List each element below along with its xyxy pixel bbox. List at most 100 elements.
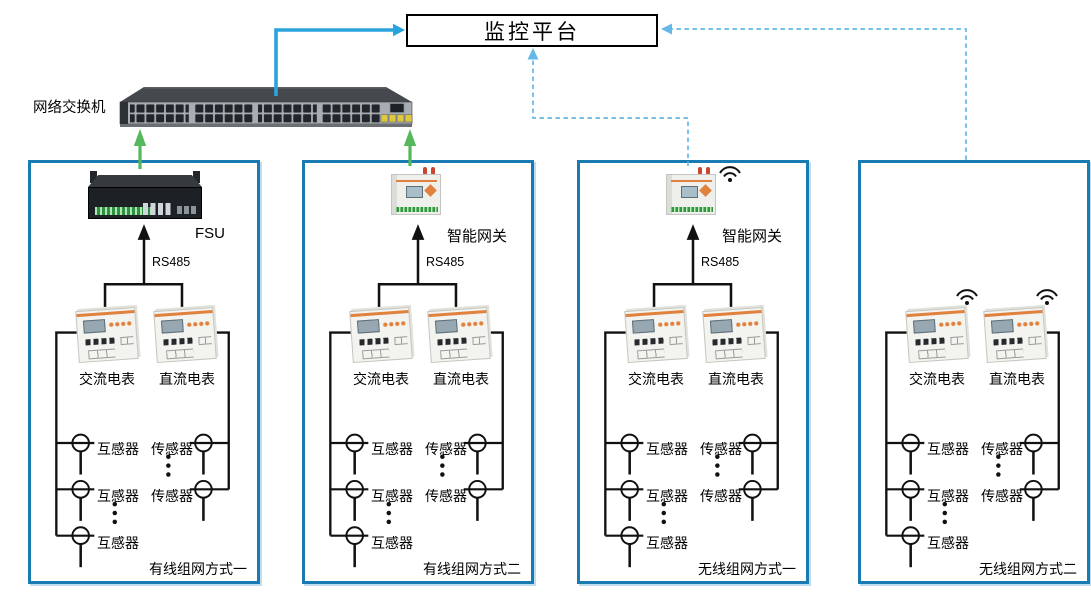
- monitoring-platform-box: 监控平台: [406, 14, 658, 47]
- meter-lcd: [160, 319, 184, 334]
- meter-lcd: [912, 319, 936, 334]
- switch-base: [120, 124, 412, 127]
- meter-terminals: [85, 337, 117, 346]
- meter-buttons: [186, 320, 211, 328]
- fsu-ethernet-ports: [143, 203, 173, 215]
- meter-terminals: [918, 348, 946, 360]
- switch-status-panel: [120, 102, 128, 124]
- meter-buttons: [460, 320, 485, 328]
- fsu-front-panel: [88, 187, 202, 219]
- meter-terminals: [993, 337, 1025, 346]
- meter-terminals: [163, 337, 195, 346]
- dc-meter-device: [153, 306, 217, 364]
- ac-meter-label: 交流电表: [353, 371, 409, 387]
- ac-meter-device: [905, 306, 969, 364]
- dc-meter-label: 直流电表: [708, 371, 764, 387]
- meter-lcd: [82, 319, 106, 334]
- sensor-label: 传感器: [981, 488, 1023, 504]
- dc-meter-device: [427, 306, 491, 364]
- meter-accent-strip: [984, 310, 1043, 318]
- meter-terminals: [634, 337, 666, 346]
- gateway-accent-line: [396, 180, 437, 182]
- ct-label: 互感器: [371, 441, 413, 457]
- switch-top-face: [120, 87, 412, 102]
- gateway-dpad: [699, 184, 712, 197]
- dc-meter-label: 直流电表: [433, 371, 489, 387]
- sensor-label: 传感器: [425, 488, 467, 504]
- ct-label: 互感器: [371, 535, 413, 551]
- switch-port-bank: [194, 103, 253, 124]
- group-caption: 无线组网方式一: [698, 561, 796, 577]
- wifi-icon: [1036, 289, 1058, 306]
- gateway-lcd: [406, 186, 423, 198]
- group-box-wireless-1: 智能网关 RS485 交流电表 直流电表 互感器 互感器 互感器 传感器 传感器…: [577, 160, 809, 584]
- dc-meter-device: [983, 306, 1047, 364]
- meter-terminals: [712, 337, 744, 346]
- network-switch-image: [119, 87, 413, 127]
- meter-terminals: [472, 336, 486, 346]
- wireless-link: [527, 48, 689, 166]
- meter-terminals: [996, 348, 1024, 360]
- gateway-terminal-strip: [670, 207, 713, 212]
- rs485-label: RS485: [426, 255, 465, 269]
- meter-accent-strip: [428, 310, 487, 318]
- sensor-label: 传感器: [700, 441, 742, 457]
- ac-meter-label: 交流电表: [628, 371, 684, 387]
- ac-meter-device: [349, 306, 413, 364]
- meter-lcd: [709, 319, 733, 334]
- gateway-accent-line: [671, 180, 712, 182]
- ct-label: 互感器: [646, 441, 688, 457]
- meter-terminals: [747, 336, 761, 346]
- wifi-icon: [956, 289, 978, 306]
- meter-terminals: [950, 336, 964, 346]
- ct-label: 互感器: [97, 535, 139, 551]
- rs485-label: RS485: [701, 255, 740, 269]
- meter-terminals: [362, 348, 390, 360]
- meter-terminals: [166, 348, 194, 360]
- dc-meter-label: 直流电表: [989, 371, 1045, 387]
- fsu-terminal-strip: [95, 207, 155, 215]
- meter-terminals: [120, 336, 134, 346]
- ct-label: 互感器: [646, 488, 688, 504]
- group-caption: 有线组网方式一: [149, 561, 247, 577]
- gateway-label: 智能网关: [722, 228, 783, 245]
- meter-terminals: [669, 336, 683, 346]
- meter-terminals: [394, 336, 408, 346]
- ct-label: 互感器: [97, 441, 139, 457]
- meter-buttons: [938, 320, 963, 328]
- switch-uplink-port: [389, 103, 405, 113]
- wireless-link: [661, 23, 967, 160]
- meter-terminals: [715, 348, 743, 360]
- wifi-icon: [719, 166, 741, 183]
- ct-label: 互感器: [646, 535, 688, 551]
- gateway-dpad: [424, 184, 437, 197]
- switch-port-bank: [322, 103, 381, 124]
- network-switch-device: [116, 84, 422, 130]
- group-box-wireless-2: 交流电表 直流电表 互感器 互感器 互感器 传感器 传感器 无线组网方式二: [858, 160, 1090, 584]
- gateway-side: [667, 175, 672, 214]
- fsu-label: FSU: [195, 225, 225, 242]
- switch-port-bank: [130, 103, 189, 124]
- sensor-label: 传感器: [151, 441, 193, 457]
- monitoring-platform-label: 监控平台: [484, 20, 580, 44]
- meter-accent-strip: [906, 310, 965, 318]
- gateway-antenna: [423, 167, 427, 175]
- gateway-terminal-strip: [395, 207, 438, 212]
- meter-buttons: [735, 320, 760, 328]
- dc-meter-label: 直流电表: [159, 371, 215, 387]
- network-switch-label: 网络交换机: [33, 100, 106, 116]
- meter-terminals: [437, 337, 469, 346]
- meter-terminals: [359, 337, 391, 346]
- meter-buttons: [108, 320, 133, 328]
- switch-sfp-slots: [380, 114, 413, 123]
- gateway-body: [391, 174, 441, 215]
- gateway-antenna: [698, 167, 702, 175]
- meter-buttons: [382, 320, 407, 328]
- ac-meter-device: [624, 306, 688, 364]
- sensor-label: 传感器: [981, 441, 1023, 457]
- meter-accent-strip: [154, 310, 213, 318]
- fsu-side-ports: [177, 206, 197, 214]
- meter-accent-strip: [350, 310, 409, 318]
- meter-terminals: [198, 336, 212, 346]
